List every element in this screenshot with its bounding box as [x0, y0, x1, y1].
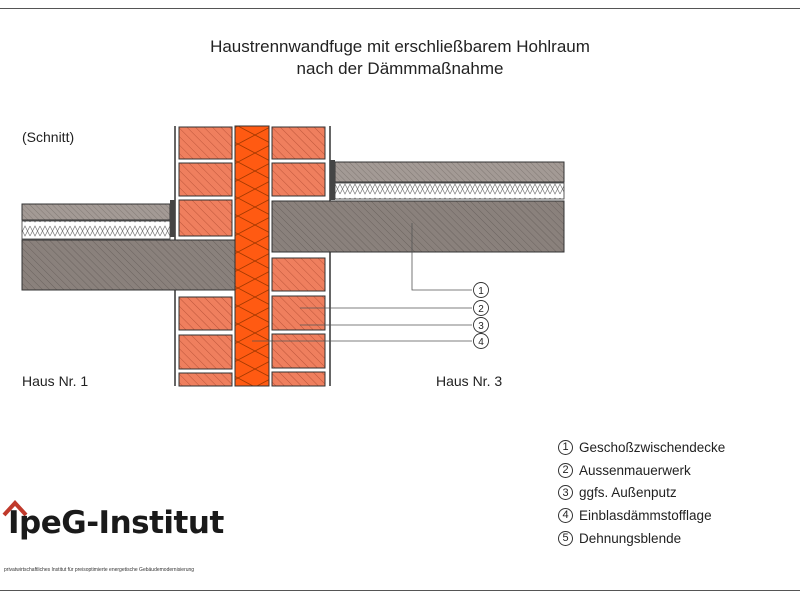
- right-floor-slab: [271, 160, 565, 253]
- legend-number: 3: [558, 485, 573, 501]
- legend: 1 Geschoßzwischendecke 2 Aussenmauerwerk…: [558, 436, 725, 549]
- legend-label: Geschoßzwischendecke: [579, 439, 726, 455]
- top-border: [0, 8, 800, 9]
- callout-circle-3: [473, 317, 489, 333]
- legend-label: Einblasdämmstofflage: [579, 507, 712, 523]
- legend-item: 4 Einblasdämmstofflage: [558, 504, 725, 527]
- diagram-title-line2: nach der Dämmmaßnahme: [296, 59, 504, 78]
- house-left-label: Haus Nr. 1: [22, 373, 89, 389]
- logo: IpeG-Institut: [8, 503, 224, 543]
- diagram-title-line1: Haustrennwandfuge mit erschließbarem Hoh…: [210, 37, 590, 56]
- legend-item: 5 Dehnungsblende: [558, 527, 725, 550]
- callout-circle-2: [473, 300, 489, 316]
- callout-2: 2: [478, 304, 484, 315]
- legend-item: 3 ggfs. Außenputz: [558, 481, 725, 504]
- callout-3: 3: [478, 321, 484, 332]
- logo-tagline: privatwirtschaftliches Institut für prei…: [4, 567, 195, 573]
- leader-lines: [252, 223, 472, 342]
- legend-item: 2 Aussenmauerwerk: [558, 459, 725, 482]
- callout-1: 1: [478, 286, 484, 297]
- logo-name: IpeG-Institut: [8, 505, 224, 541]
- cavity-insulation: [234, 125, 270, 387]
- bottom-border: [0, 590, 800, 591]
- left-floor-slab: [21, 200, 236, 291]
- callout-circle-1: [473, 282, 489, 298]
- left-wall: [174, 126, 235, 387]
- house-right-label: Haus Nr. 3: [436, 373, 503, 389]
- legend-item: 1 Geschoßzwischendecke: [558, 436, 725, 459]
- legend-number: 5: [558, 530, 573, 546]
- legend-number: 1: [558, 439, 573, 455]
- callout-markers: [473, 282, 489, 349]
- logo-roof-icon: [2, 500, 28, 517]
- section-label: (Schnitt): [22, 129, 75, 145]
- legend-number: 2: [558, 462, 573, 478]
- callout-circle-4: [473, 333, 489, 349]
- legend-label: ggfs. Außenputz: [579, 485, 677, 501]
- callout-4: 4: [478, 337, 484, 348]
- right-wall: [271, 126, 331, 387]
- legend-label: Aussenmauerwerk: [579, 462, 691, 478]
- legend-label: Dehnungsblende: [579, 530, 682, 546]
- legend-number: 4: [558, 507, 573, 523]
